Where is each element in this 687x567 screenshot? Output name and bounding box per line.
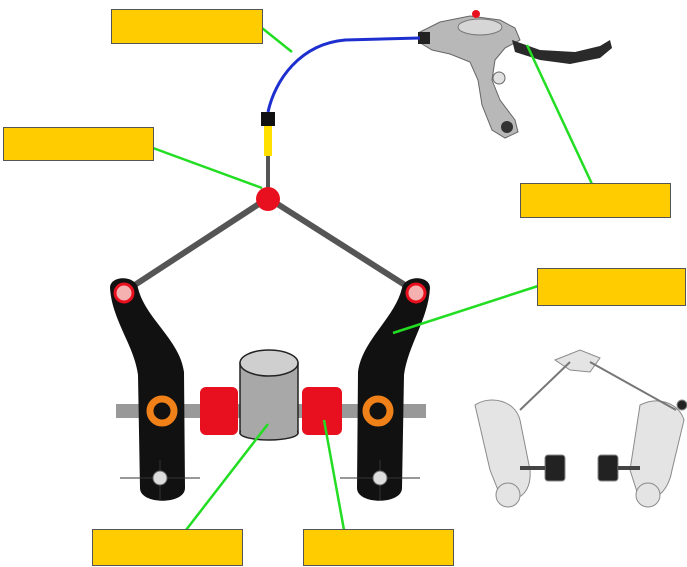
- mount-bolt-left: [152, 470, 168, 486]
- brake-pad-left: [200, 387, 238, 435]
- v-brake-photo: [474, 349, 687, 508]
- brake-pad-right: [302, 387, 342, 435]
- cable-pivot: [256, 187, 280, 211]
- brake-arm-right: [357, 278, 430, 501]
- leader-pivot: [152, 146, 263, 190]
- brake-cable: [266, 36, 421, 113]
- brake-arm-left: [110, 278, 185, 501]
- cable-ferrule-yellow: [264, 126, 272, 156]
- leader-lines: [152, 27, 594, 531]
- link-left: [122, 195, 270, 295]
- cable-ferrule-black: [261, 112, 275, 126]
- label-lever: [520, 183, 671, 218]
- arm-pin-left: [113, 282, 135, 304]
- link-right: [266, 195, 418, 295]
- label-pivot: [3, 127, 154, 161]
- arm-pin-right: [405, 282, 427, 304]
- leader-pad: [322, 419, 346, 531]
- label-noodle: [92, 529, 243, 566]
- pivot-bolt-left: [146, 395, 178, 427]
- mount-bolt-right: [372, 470, 388, 486]
- leader-lever: [525, 44, 594, 185]
- label-cable: [111, 9, 263, 44]
- leader-cable: [261, 27, 293, 53]
- label-brake-arm: [537, 268, 686, 306]
- label-brake-pad: [303, 529, 454, 566]
- brake-lever-image: [418, 10, 612, 139]
- leader-arm: [392, 284, 539, 335]
- wheel-hub: [239, 349, 299, 441]
- leader-noodle: [185, 423, 269, 531]
- pivot-bolt-right: [362, 395, 394, 427]
